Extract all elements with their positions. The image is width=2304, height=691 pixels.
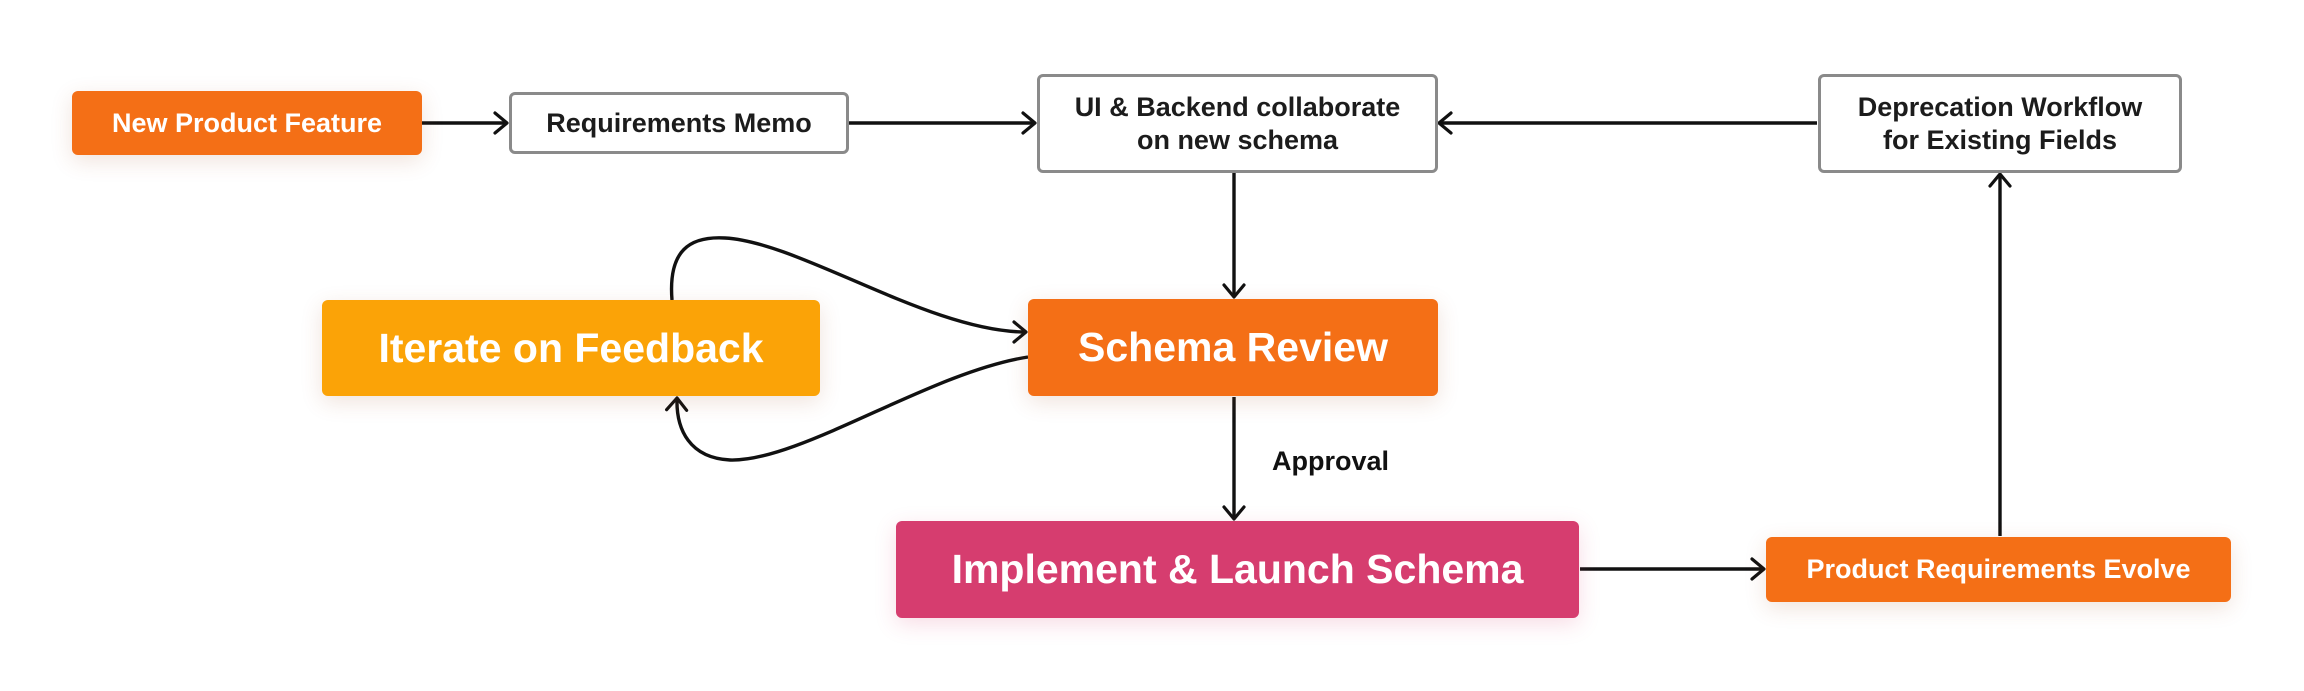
node-product-requirements-evolve[interactable]: Product Requirements Evolve: [1766, 537, 2231, 602]
node-implement-launch-schema[interactable]: Implement & Launch Schema: [896, 521, 1579, 618]
node-new-product-feature[interactable]: New Product Feature: [72, 91, 422, 155]
edge-label-approval: Approval: [1272, 446, 1390, 476]
node-iterate-label: Iterate on Feedback: [378, 324, 764, 371]
node-requirements-memo-label: Requirements Memo: [546, 107, 812, 138]
node-implement-label: Implement & Launch Schema: [951, 546, 1524, 593]
node-product-requirements-label: Product Requirements Evolve: [1806, 554, 2191, 585]
node-schema-review-label: Schema Review: [1078, 324, 1388, 371]
node-deprecation-line1: Deprecation Workflow: [1857, 91, 2143, 122]
node-ui-backend-line2: on new schema: [1136, 124, 1339, 155]
node-new-product-feature-label: New Product Feature: [111, 107, 383, 138]
node-requirements-memo[interactable]: Requirements Memo: [509, 92, 849, 154]
node-deprecation-line2: for Existing Fields: [1882, 124, 2118, 155]
node-schema-review[interactable]: Schema Review: [1028, 299, 1438, 396]
node-iterate-on-feedback[interactable]: Iterate on Feedback: [322, 300, 820, 396]
edge-schema-review-to-iterate: [665, 355, 1029, 462]
node-ui-backend-line1: UI & Backend collaborate: [1074, 91, 1401, 122]
node-deprecation-workflow[interactable]: Deprecation Workflow for Existing Fields: [1818, 74, 2182, 173]
edge-iterate-to-schema-review: [669, 236, 1028, 344]
node-ui-backend-collaborate[interactable]: UI & Backend collaborate on new schema: [1037, 74, 1438, 173]
